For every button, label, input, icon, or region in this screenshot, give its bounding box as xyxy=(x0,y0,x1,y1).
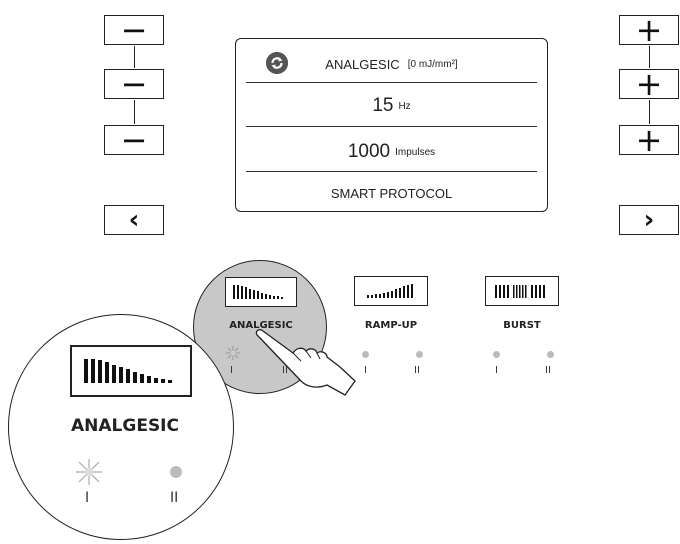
frequency-row[interactable]: 15 Hz xyxy=(246,91,537,121)
increase-button-2[interactable]: + xyxy=(619,68,679,100)
level-i-label: I xyxy=(364,365,367,376)
zoom-level-ii-indicator xyxy=(170,466,182,478)
level-ii-label: II xyxy=(282,365,288,376)
decreasing-bars-icon xyxy=(84,359,172,383)
protocol-label: SMART PROTOCOL xyxy=(330,185,453,201)
mode-burst-button[interactable] xyxy=(485,276,559,306)
frequency-value: 15 xyxy=(372,95,394,116)
connector-line xyxy=(649,100,650,124)
level-i-indicator[interactable] xyxy=(493,351,500,358)
impulses-value: 1000 xyxy=(347,141,391,162)
connector-line xyxy=(649,46,650,68)
mode-analgesic-label: ANALGESIC xyxy=(229,320,293,331)
increase-button-3[interactable]: + xyxy=(619,124,679,156)
mode-ramp-up-label: RAMP-UP xyxy=(364,320,418,331)
mode-name: ANALGESIC xyxy=(325,56,400,72)
device-display: ANALGESIC [0 mJ/mm²] 15 Hz 1000 Impulses… xyxy=(235,38,548,212)
zoom-level-i-label: I xyxy=(85,490,90,506)
decreasing-bars-icon xyxy=(233,285,283,299)
increasing-bars-icon xyxy=(367,284,413,298)
connector-line xyxy=(134,100,135,124)
level-ii-indicator[interactable] xyxy=(547,351,554,358)
burst-bars-icon xyxy=(495,285,545,298)
decrease-button-1[interactable]: − xyxy=(104,14,164,46)
mode-burst-label: BURST xyxy=(503,320,541,331)
level-i-label: I xyxy=(230,365,233,376)
next-button[interactable]: › xyxy=(619,205,679,235)
energy-value: [0 mJ/mm²] xyxy=(407,58,458,70)
level-i-indicator[interactable] xyxy=(362,351,369,358)
refresh-icon[interactable] xyxy=(266,52,288,74)
level-ii-indicator[interactable] xyxy=(416,351,423,358)
level-ii-label: II xyxy=(414,365,420,376)
level-i-label: I xyxy=(495,365,498,376)
level-i-active-indicator xyxy=(226,346,240,360)
decrease-button-2[interactable]: − xyxy=(104,68,164,100)
impulses-row[interactable]: 1000 Impulses xyxy=(246,137,537,167)
mode-row: ANALGESIC [0 mJ/mm²] xyxy=(246,49,537,79)
divider xyxy=(246,171,537,172)
increase-button-1[interactable]: + xyxy=(619,14,679,46)
pointing-hand-icon xyxy=(255,329,356,396)
zoom-level-ii-label: II xyxy=(170,490,179,506)
zoom-mode-analgesic-button xyxy=(70,345,192,397)
level-ii-label: II xyxy=(545,365,551,376)
mode-analgesic-button[interactable] xyxy=(225,277,297,307)
protocol-row[interactable]: SMART PROTOCOL xyxy=(246,179,537,207)
mode-ramp-up-button[interactable] xyxy=(354,276,428,306)
frequency-unit: Hz xyxy=(398,100,411,112)
decrease-button-3[interactable]: − xyxy=(104,124,164,156)
previous-button[interactable]: ‹ xyxy=(104,205,164,235)
zoom-level-i-active-indicator xyxy=(76,459,102,485)
connector-line xyxy=(134,46,135,68)
impulses-unit: Impulses xyxy=(395,146,436,158)
divider xyxy=(246,126,537,127)
zoom-mode-label: ANALGESIC xyxy=(71,416,179,436)
divider xyxy=(246,82,537,83)
